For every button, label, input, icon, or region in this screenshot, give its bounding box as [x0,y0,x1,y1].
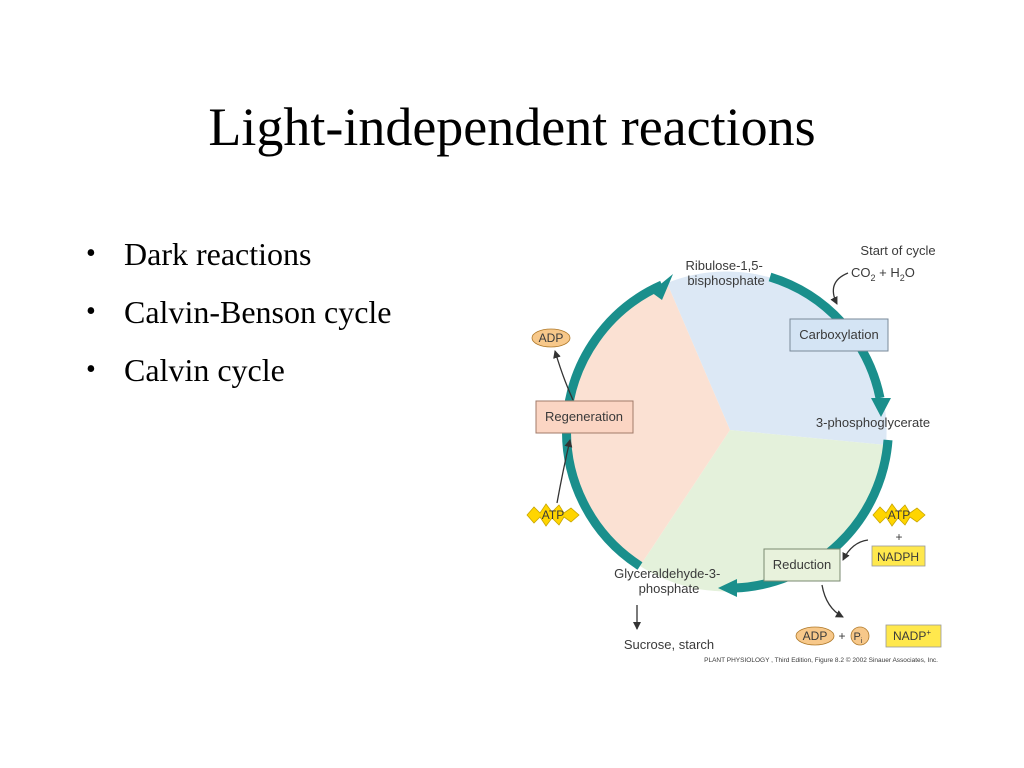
adp-left-label: ADP [539,331,564,345]
arrowhead-to-pga [871,398,891,417]
co2-h2o-label: CO2 + H2O [851,265,915,283]
bullet-list: • Dark reactions • Calvin-Benson cycle • Ca… [86,234,391,408]
carboxylation-box [789,318,889,352]
nadp-plus-box [885,624,942,648]
reduction-output-arrow [821,584,844,618]
regeneration-output-arrow [553,350,574,401]
atp-input-arrow [556,439,573,504]
regeneration-label: Regeneration [545,409,623,424]
rubp-label-line2: bisphosphate [687,273,764,288]
atp-left-label: ATP [542,508,564,522]
atp-nadph-input-arrow [842,539,869,561]
cycle-arrowheads [651,274,891,597]
bullet-text: Dark reactions [124,236,312,272]
adp-left-oval [531,328,571,348]
plus-bottom: + [838,629,845,643]
regeneration-sector [566,283,730,566]
pga-label: 3-phosphoglycerate [816,415,930,430]
bullet-text: Calvin-Benson cycle [124,294,392,330]
slide-title: Light-independent reactions [208,97,816,157]
atp-right-star [872,503,926,527]
plus-right: + [895,530,902,544]
adp-bottom-label: ADP [803,629,828,643]
carboxylation-label: Carboxylation [799,327,879,342]
bullet-item: • Calvin cycle [86,350,391,408]
g3p-label-line2: phosphate [639,581,700,596]
bullet-text: Calvin cycle [124,352,285,388]
nadp-plus-label: NADP+ [893,628,931,643]
bullet-dot: • [86,238,96,269]
atp-left-star [526,503,580,527]
atp-right-label: ATP [888,508,910,522]
sucrose-starch-label: Sucrose, starch [624,637,714,652]
arrowhead-to-rubp [651,274,673,300]
nadph-label: NADPH [877,550,919,564]
nadph-box [871,545,926,567]
bullet-item: • Dark reactions [86,234,391,292]
regeneration-box [535,400,634,434]
bullet-item: • Calvin-Benson cycle [86,292,391,350]
reduction-box [763,548,841,582]
g3p-label-line1: Glyceraldehyde-3- [614,566,720,581]
start-of-cycle-label: Start of cycle [860,243,935,258]
pi-circle [850,626,870,646]
adp-bottom-oval [795,626,835,646]
rubp-label-line1: Ribulose-1,5- [686,258,763,273]
cycle-arrow-reduction [734,439,893,593]
pi-label: Pi [854,631,863,645]
reduction-label: Reduction [773,557,832,572]
figure-credit: PLANT PHYSIOLOGY , Third Edition, Figure… [704,656,938,664]
co2-input-arrow [830,272,849,305]
bullet-dot: • [86,354,96,385]
g3p-label: Glyceraldehyde-3- phosphate [614,566,724,596]
rubp-label: Ribulose-1,5- bisphosphate [686,258,767,288]
arrowhead-to-g3p [718,579,737,597]
bullet-dot: • [86,296,96,327]
